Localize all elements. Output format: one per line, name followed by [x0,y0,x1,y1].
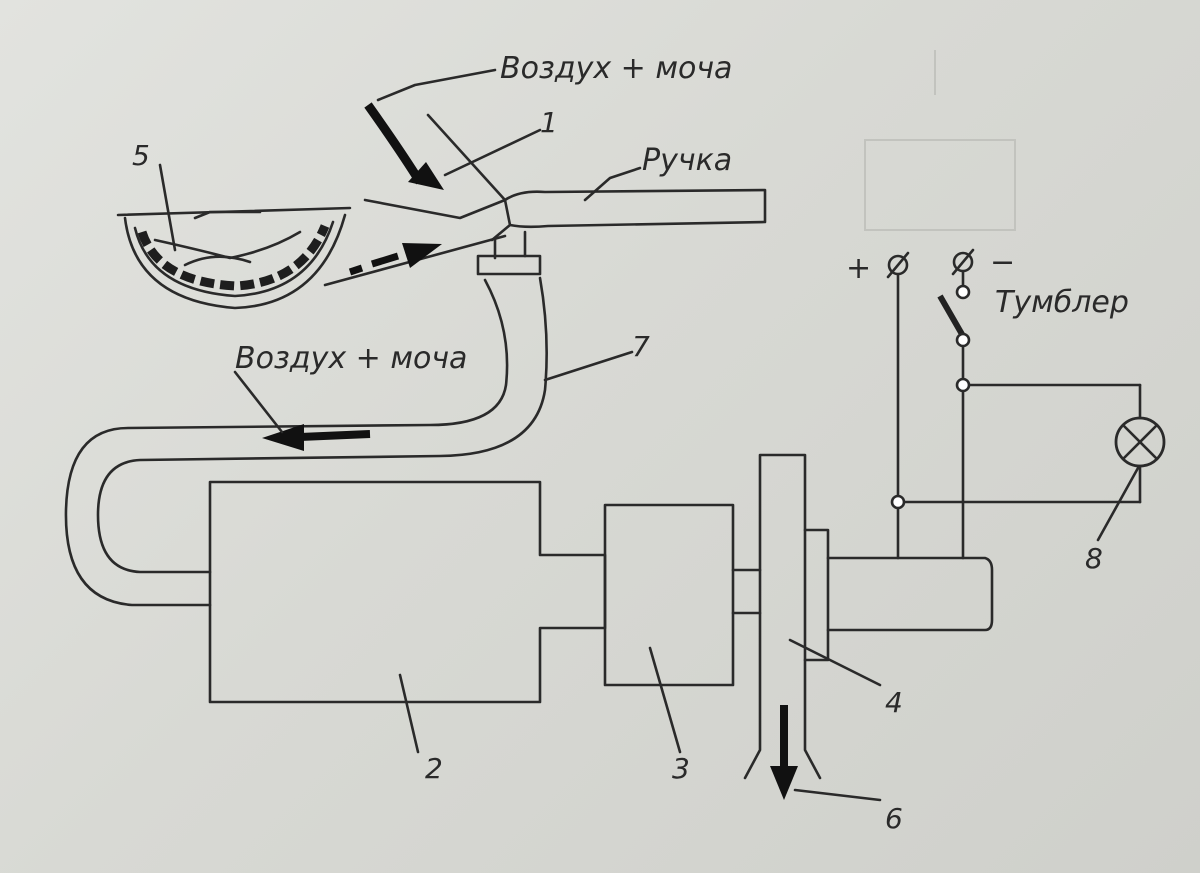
leader-4 [788,638,882,687]
plus-terminal [887,254,909,276]
receiver-fold [183,255,252,267]
flow-arrows [262,102,798,800]
hose-flow-arrow-head-icon [262,424,304,451]
receiver-cup [116,206,352,310]
junction-dot [955,377,971,393]
receiver-outer-shell [123,213,347,310]
leader-5 [158,163,177,252]
leader-2 [398,673,420,754]
shaft-assembly [731,453,994,780]
label-1: 1 [540,106,558,139]
label-2: 2 [425,752,443,785]
funnel-flow-arrow-icon [348,252,400,276]
receiver-clip [193,210,262,220]
pump-housing [208,480,607,704]
label-7: 7 [632,330,650,363]
label-minus: − [990,245,1015,280]
leader-handle [583,166,642,202]
electrical-circuit [886,248,1166,560]
label-3: 3 [672,752,690,785]
leader-6 [793,788,882,802]
toggle-contact [955,284,971,300]
toggle-contact [955,332,971,348]
switch-housing [826,556,994,632]
junction-dot [890,494,906,510]
hose-outer-wall [64,278,509,607]
plus-terminal-slash [886,251,910,279]
lamp-cross [1121,423,1159,461]
label-5: 5 [132,139,150,172]
motor-block [603,503,735,687]
hose-inner-wall [96,276,548,574]
handle-body [503,188,767,229]
leader-lines [158,68,1140,802]
label-8: 8 [1085,542,1103,575]
label-4: 4 [885,686,903,719]
label-air-urine-top: Воздух + моча [500,51,732,86]
leader-8 [1096,466,1140,542]
label-handle: Ручка [642,143,732,178]
outlet-arrow-head-icon [770,766,798,800]
nozzle-stub [493,230,527,260]
nozzle-connector [476,254,542,276]
leader-3 [648,646,682,754]
outlet-tube [743,453,822,780]
hose [64,276,548,607]
label-toggle: Тумблер [995,285,1129,320]
label-6: 6 [885,802,903,835]
leader-air-urine-left [233,370,284,434]
leader-air-urine-top [376,68,497,102]
funnel-upper-edge [363,198,512,242]
ghost-rectangle [864,139,1016,231]
leader-7 [543,350,634,382]
lamp-icon [1114,416,1166,468]
toggle-lever [937,294,966,338]
funnel-flow-arrow-head-icon [402,243,442,268]
receiver-padding [137,224,330,291]
outlet-flange [803,528,830,662]
receiver-inner-shell [133,220,335,298]
inlet-pipe [426,113,507,202]
inlet-arrow-head-icon [408,162,444,190]
minus-terminal-slash [951,248,975,276]
label-air-urine-left: Воздух + моча [235,341,467,376]
leader-1 [443,128,542,177]
hose-flow-arrow-icon [299,430,371,441]
label-plus: + [846,251,871,286]
receiver-membrane [153,230,302,260]
inlet-arrow-icon [364,102,424,185]
